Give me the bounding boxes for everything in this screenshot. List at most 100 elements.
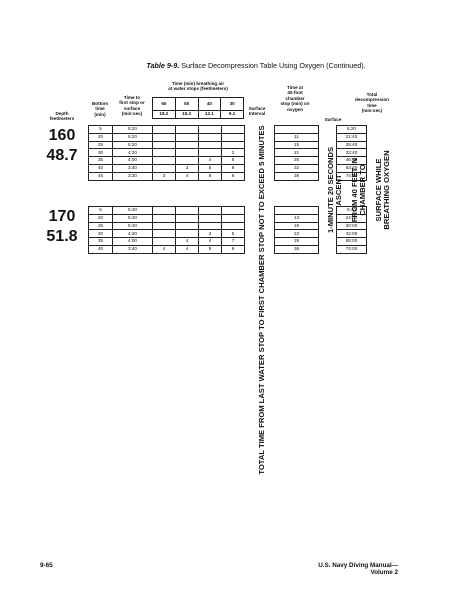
bottom-time-cell: 30 (88, 148, 113, 158)
stop-50-cell (175, 221, 199, 231)
header-water-stops: Time (min) breathing air at water stops … (168, 81, 228, 92)
stop-50-cell (175, 206, 199, 215)
stop-30-cell: 8 (221, 163, 245, 173)
surface-cell (318, 125, 337, 134)
manual-title: U.S. Navy Diving Manual—Volume 2 (318, 562, 398, 576)
table-caption: Table 9-9. Surface Decompression Table U… (96, 61, 416, 70)
stop-feet-50: 50 (174, 97, 199, 111)
total-time-cell: 74:40 (336, 171, 367, 181)
stop-50-cell (175, 132, 199, 142)
stop-60-cell (152, 237, 176, 246)
stop-40-cell (198, 132, 222, 142)
stop-40-cell: 8 (198, 244, 222, 254)
bottom-time-cell: 40 (88, 244, 113, 254)
header-chamber-stop: Time at 40-foot chamber stop (min) on ox… (280, 85, 310, 112)
bottom-time-cell: 45 (88, 171, 113, 181)
chamber-cell: 23 (274, 229, 319, 239)
stop-meters-18-2: 18.2 (152, 110, 176, 119)
stop-30-cell: 5 (221, 229, 245, 239)
first-stop-cell: 3:40 (112, 163, 153, 173)
stop-50-cell: 4 (175, 171, 199, 181)
stop-40-cell (198, 206, 222, 215)
bottom-time-cell: 30 (88, 229, 113, 239)
page-number: 9-65 (40, 562, 53, 569)
first-stop-cell: 3:40 (112, 244, 153, 254)
header-time-to-first-stop: Time to first stop or surface (min:sec) (119, 95, 145, 117)
stop-60-cell (152, 125, 176, 134)
stop-50-cell: 3 (175, 163, 199, 173)
surface-note-line-2: FROM 40 FEET IN CHAMBER TO (350, 157, 367, 223)
header-depth: Depth feet/meters (49, 111, 75, 122)
bottom-time-cell: 25 (88, 221, 113, 231)
chamber-cell: 21 (274, 148, 319, 158)
chamber-cell: 26 (274, 156, 319, 165)
bottom-time-cell: 20 (88, 132, 113, 142)
stop-40-cell: 4 (198, 156, 222, 165)
bottom-time-cell: 35 (88, 237, 113, 246)
stop-meters-9-1: 9.1 (220, 110, 244, 119)
stop-50-cell: 4 (175, 237, 199, 246)
water-stops-subheader: 60 50 40 30 18.2 15.2 12.1 9.1 (152, 97, 244, 119)
first-stop-cell: 5:40 (112, 221, 153, 231)
bottom-time-cell: 20 (88, 213, 113, 223)
stop-meters-12-1: 12.1 (197, 110, 222, 119)
surface-ascent-note: 1-MINUTE 20 SECONDS ASCENT FROM 40 FEET … (319, 138, 391, 242)
stop-40-cell: 5 (198, 163, 222, 173)
chamber-cell: 15 (274, 140, 319, 150)
stop-50-cell (175, 229, 199, 239)
stop-30-cell: 6 (221, 171, 245, 181)
bottom-time-cell: 5 (88, 125, 113, 134)
stop-30-cell: 6 (221, 156, 245, 165)
depth-feet-170: 170 (48, 208, 76, 225)
stop-60-cell: 3 (152, 171, 176, 181)
stop-60-cell (152, 229, 176, 239)
chamber-cell: 11 (274, 132, 319, 142)
stop-60-cell: 4 (152, 244, 176, 254)
first-stop-cell: 4:20 (112, 229, 153, 239)
table-title: Surface Decompression Table Using Oxygen… (181, 61, 366, 70)
stop-60-cell (152, 163, 176, 173)
bottom-time-cell: 25 (88, 140, 113, 150)
stop-30-cell (221, 132, 245, 142)
stop-40-cell (198, 221, 222, 231)
stop-50-cell (175, 213, 199, 223)
depth-meters-48-7: 48.7 (46, 147, 78, 164)
stop-50-cell (175, 140, 199, 150)
chamber-cell (274, 206, 319, 215)
first-stop-cell: 4:00 (112, 156, 153, 165)
total-time-cell: 5:20 (336, 125, 367, 134)
chamber-cell: 29 (274, 237, 319, 246)
stop-30-cell: 2 (221, 148, 245, 158)
chamber-cell: 38 (274, 171, 319, 181)
chamber-cell: 19 (274, 221, 319, 231)
depth-feet-160: 160 (48, 127, 76, 144)
table-number: Table 9-9. (146, 61, 180, 70)
stop-30-cell: 6 (221, 244, 245, 254)
surface-interval-note: TOTAL TIME FROM LAST WATER STOP TO FIRST… (257, 125, 266, 475)
stop-60-cell (152, 156, 176, 165)
first-stop-cell: 5:40 (112, 206, 153, 215)
first-stop-cell: 5:20 (112, 132, 153, 142)
stop-50-cell (175, 125, 199, 134)
header-surface-interval: Surface Interval (248, 106, 266, 117)
stop-40-cell (198, 213, 222, 223)
stop-40-cell: 8 (198, 171, 222, 181)
header-bottom-time: Bottom time (min) (91, 101, 109, 117)
bottom-time-cell: 40 (88, 163, 113, 173)
stop-60-cell (152, 140, 176, 150)
stop-30-cell (221, 125, 245, 134)
first-stop-cell: 5:20 (112, 140, 153, 150)
first-stop-cell: 4:00 (112, 237, 153, 246)
chamber-cell: 13 (274, 213, 319, 223)
depth-meters-51-8: 51.8 (46, 228, 78, 245)
header-surface: Surface (324, 117, 342, 122)
stop-feet-30: 30 (220, 97, 244, 111)
stop-60-cell (152, 213, 176, 223)
